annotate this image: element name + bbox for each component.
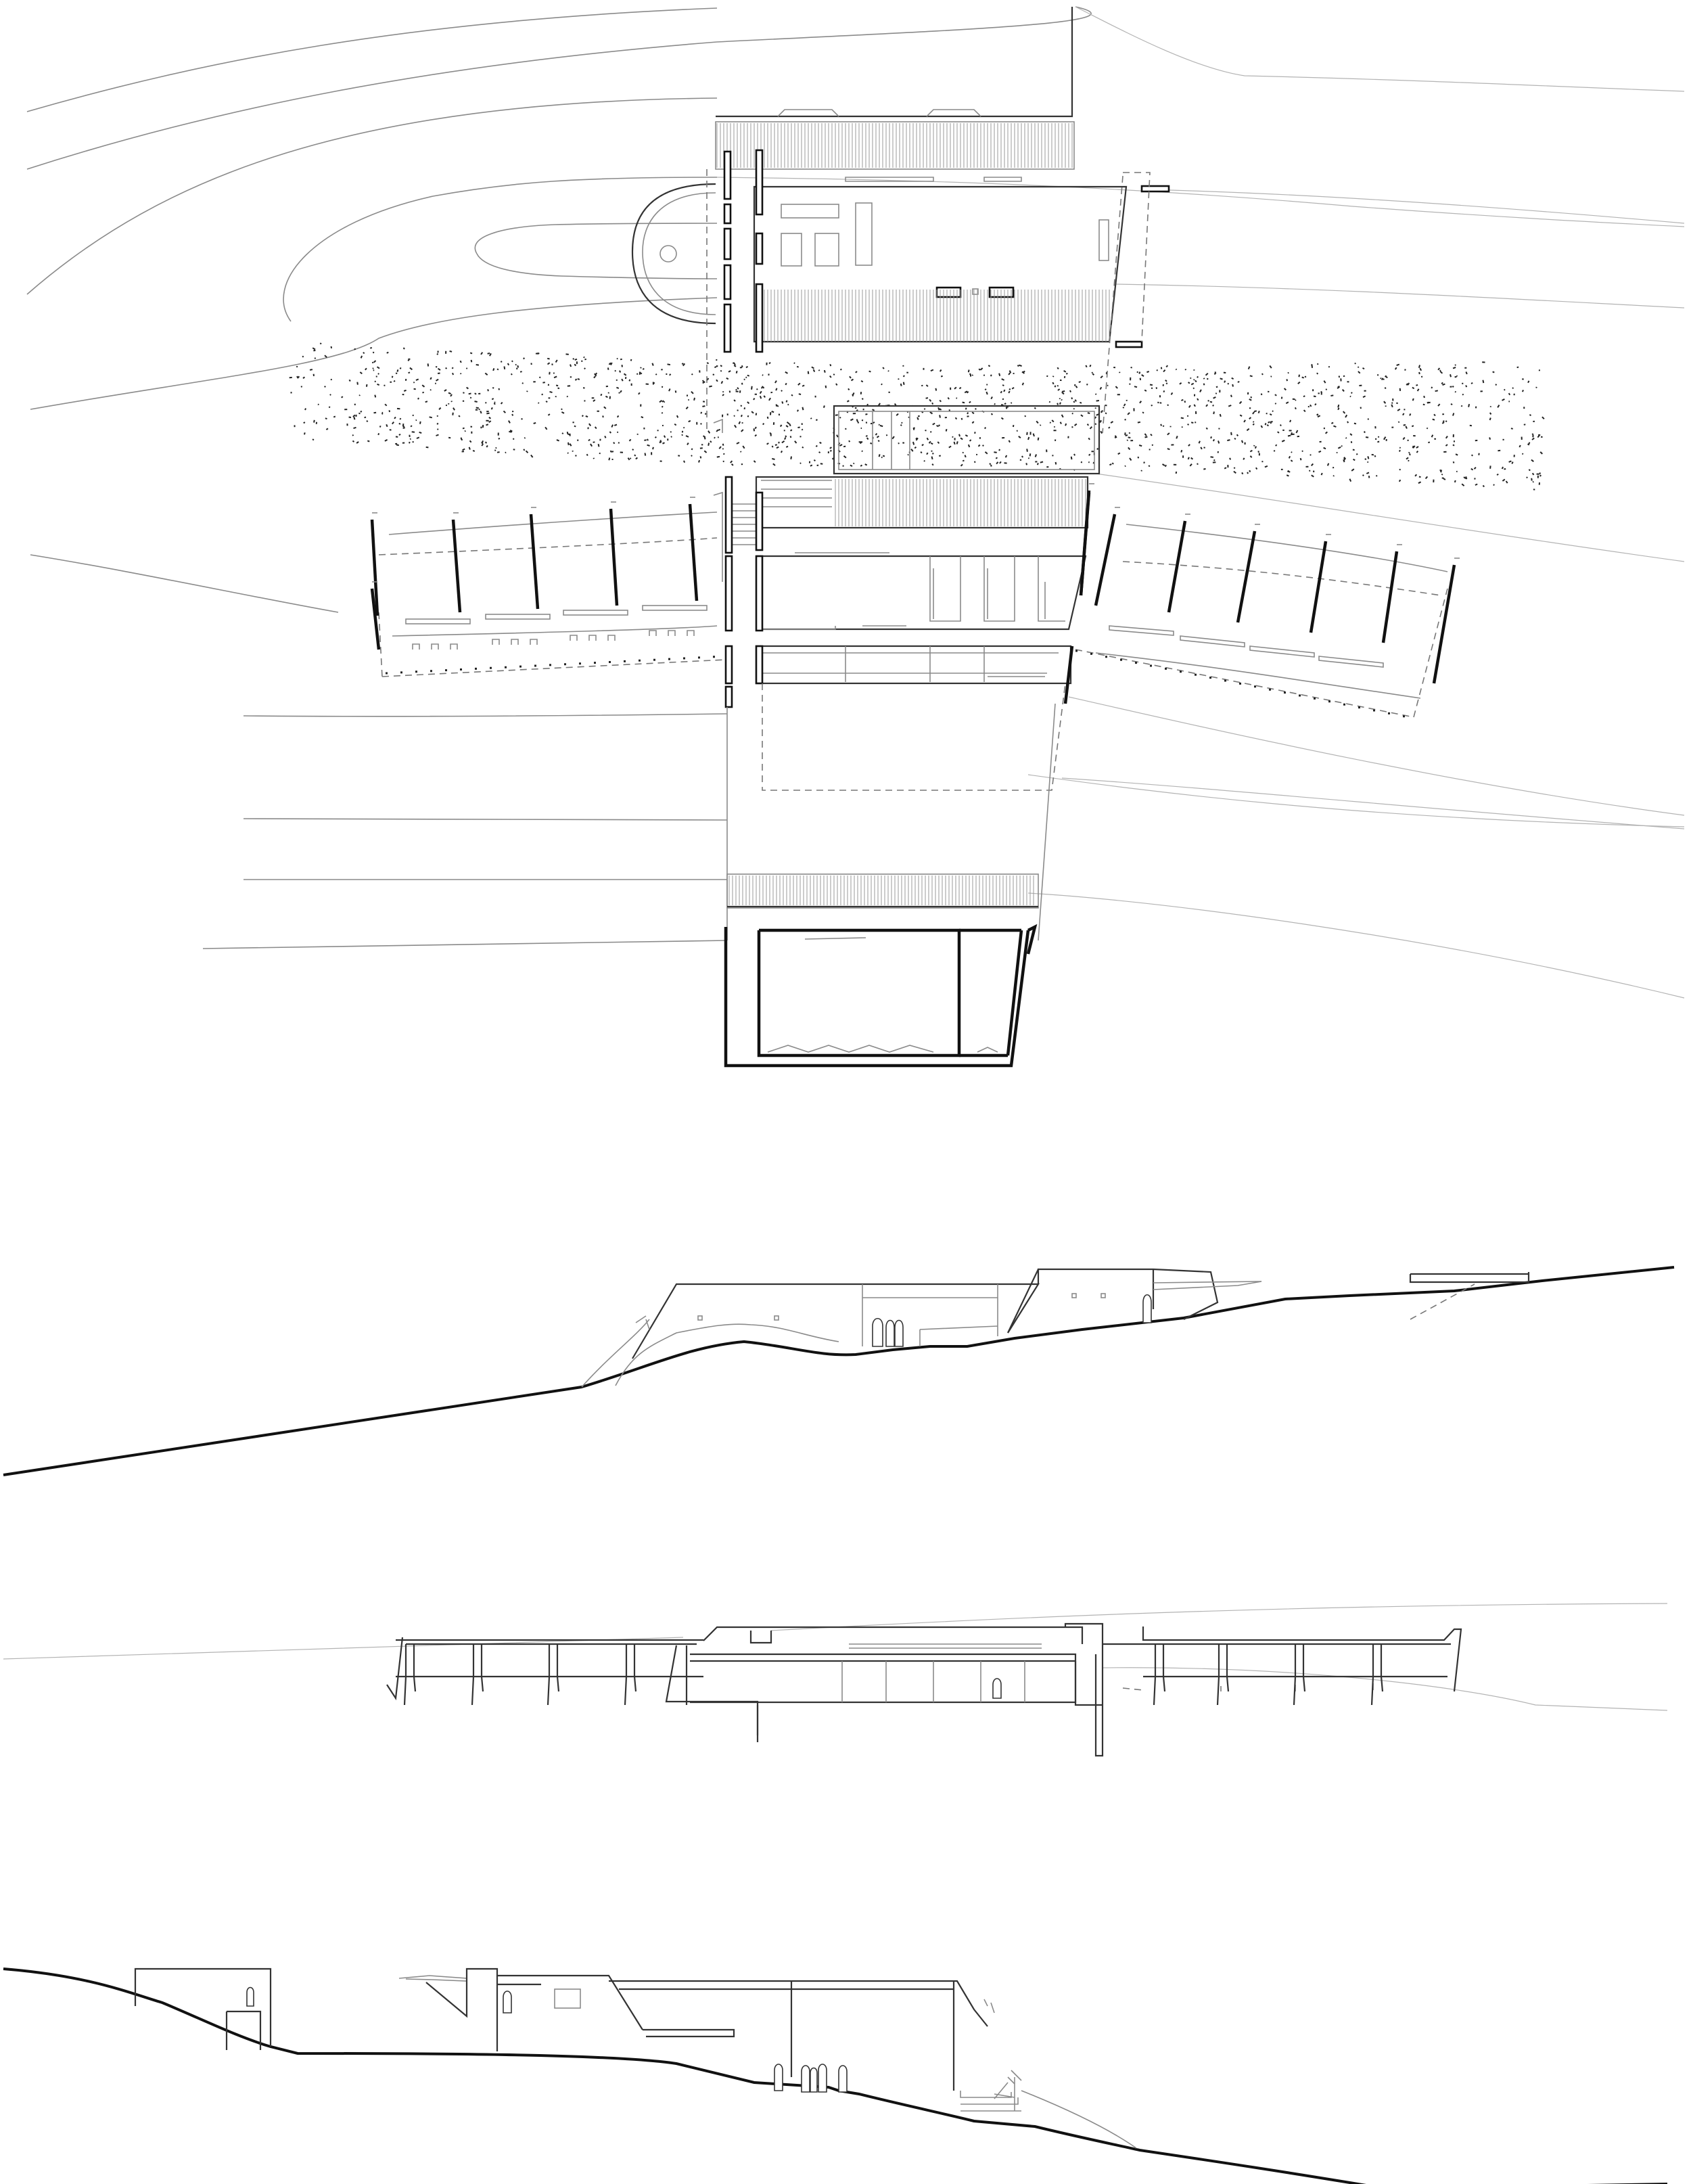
- wing-wall-6: [370, 588, 381, 650]
- wing-axis: [378, 537, 718, 555]
- fixture: [431, 643, 439, 650]
- bench-3: [1249, 645, 1315, 658]
- railing-posts: [1075, 650, 1405, 718]
- fixture: [570, 635, 578, 641]
- fixture: [530, 639, 538, 645]
- bench-2: [485, 614, 551, 620]
- wing-wall-2: [1167, 520, 1187, 613]
- wing-wall-4: [609, 508, 619, 606]
- fixture: [492, 639, 500, 645]
- column-1: [403, 1644, 417, 1706]
- bench-1: [1109, 625, 1174, 636]
- wing-wall-1: [1094, 514, 1117, 606]
- gravel-marks: [289, 342, 1545, 491]
- fixture: [687, 630, 695, 636]
- figure-group-2: [246, 1986, 848, 2093]
- column-6: [1216, 1644, 1230, 1706]
- bench-4: [1318, 656, 1384, 668]
- cross-section: [3, 1603, 1668, 1757]
- fixture: [450, 643, 458, 650]
- wing-edge: [388, 511, 718, 637]
- fixture: [588, 635, 597, 641]
- wing-wall-7: [1079, 490, 1091, 596]
- column-3: [547, 1644, 560, 1706]
- bench-2: [1180, 635, 1245, 647]
- bench-1: [405, 618, 471, 624]
- south-pavilion: [724, 703, 1056, 1068]
- east-wing-bays: [1075, 483, 1460, 718]
- wing-outline: [1075, 588, 1448, 718]
- wing-wall-2: [451, 519, 462, 613]
- south-deck-hatch: [728, 875, 1034, 905]
- column-7: [1293, 1644, 1306, 1706]
- deck-hatch-lines: [835, 479, 1086, 526]
- deck-hatch-lines: [716, 123, 1073, 168]
- deck-hatch-south: [764, 290, 1110, 342]
- column-2: [471, 1644, 484, 1706]
- contour-lines: [26, 6, 1685, 999]
- wing-wall-6: [1432, 564, 1456, 684]
- central-deck-hatch: [835, 479, 1086, 526]
- wing-wall-3: [1236, 530, 1257, 623]
- column-8: [1370, 1644, 1384, 1706]
- column-5: [1153, 1644, 1166, 1706]
- longitudinal-section-1: [3, 1266, 1675, 1476]
- fixture: [649, 630, 657, 636]
- gravel-band: [289, 342, 1545, 491]
- longitudinal-section-2: [3, 1967, 1667, 2184]
- deck-hatch-lines: [728, 875, 1034, 905]
- fixture: [511, 639, 519, 645]
- wing-wall-4: [1309, 541, 1328, 633]
- wing-wall-3: [529, 514, 540, 610]
- deck-hatch-north: [716, 123, 1073, 168]
- wing-wall-5: [1381, 551, 1399, 643]
- wing-axis: [1122, 561, 1441, 596]
- figure-group-1: [872, 1294, 1152, 1347]
- wing-wall-5: [688, 503, 699, 601]
- deck-hatch-lines: [764, 290, 1110, 342]
- central-walkway: [713, 405, 1101, 791]
- west-wing-bays: [370, 497, 726, 677]
- wing-outline: [378, 612, 726, 677]
- fixture: [412, 643, 420, 650]
- railing-posts: [386, 656, 715, 675]
- fixture: [668, 630, 676, 636]
- bench-4: [642, 605, 708, 611]
- bench-3: [563, 610, 628, 616]
- north-house-volume: [631, 7, 1170, 434]
- wing-edge: [1095, 524, 1448, 699]
- wing-wall-1: [370, 519, 379, 616]
- column-4: [624, 1644, 637, 1706]
- fixture: [607, 635, 616, 641]
- site-plan: [26, 6, 1685, 1068]
